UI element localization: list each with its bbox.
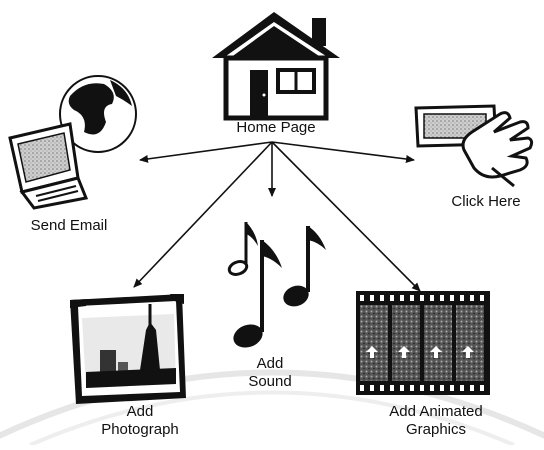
add-animated-graphics-label[interactable]: Add Animated Graphics — [338, 403, 534, 439]
connector-arrows — [133, 141, 421, 292]
arrow-home-to-email — [139, 141, 273, 163]
background-arcs — [0, 369, 544, 447]
send-email-label[interactable]: Send Email — [4, 217, 134, 235]
add-sound-label-line1: Add — [256, 355, 284, 372]
add-sound-label-line2: Sound — [248, 373, 292, 390]
click-here-label-text: Click Here — [451, 193, 521, 210]
house-icon — [212, 12, 340, 121]
add-animated-graphics-label-line1: Add Animated — [389, 403, 483, 420]
add-sound-label[interactable]: Add Sound — [222, 355, 318, 391]
arrow-home-to-anim — [271, 141, 421, 292]
globe-computer-icon — [8, 75, 137, 210]
add-photograph-label[interactable]: Add Photograph — [60, 403, 220, 439]
hand-pressing-button-icon — [414, 104, 534, 188]
arrow-home-to-click — [271, 141, 415, 163]
music-notes-icon — [227, 222, 326, 348]
arrow-home-to-photo — [133, 141, 273, 288]
home-page-label-text: Home Page — [236, 119, 316, 136]
home-page-label[interactable]: Home Page — [212, 119, 340, 137]
add-photograph-label-line1: Add — [126, 403, 154, 420]
click-here-label[interactable]: Click Here — [428, 193, 544, 211]
send-email-label-text: Send Email — [30, 217, 108, 234]
add-photograph-label-line2: Photograph — [101, 421, 179, 438]
add-animated-graphics-label-line2: Graphics — [405, 421, 467, 438]
film-strip-icon — [356, 291, 490, 395]
photograph-icon — [70, 294, 186, 404]
